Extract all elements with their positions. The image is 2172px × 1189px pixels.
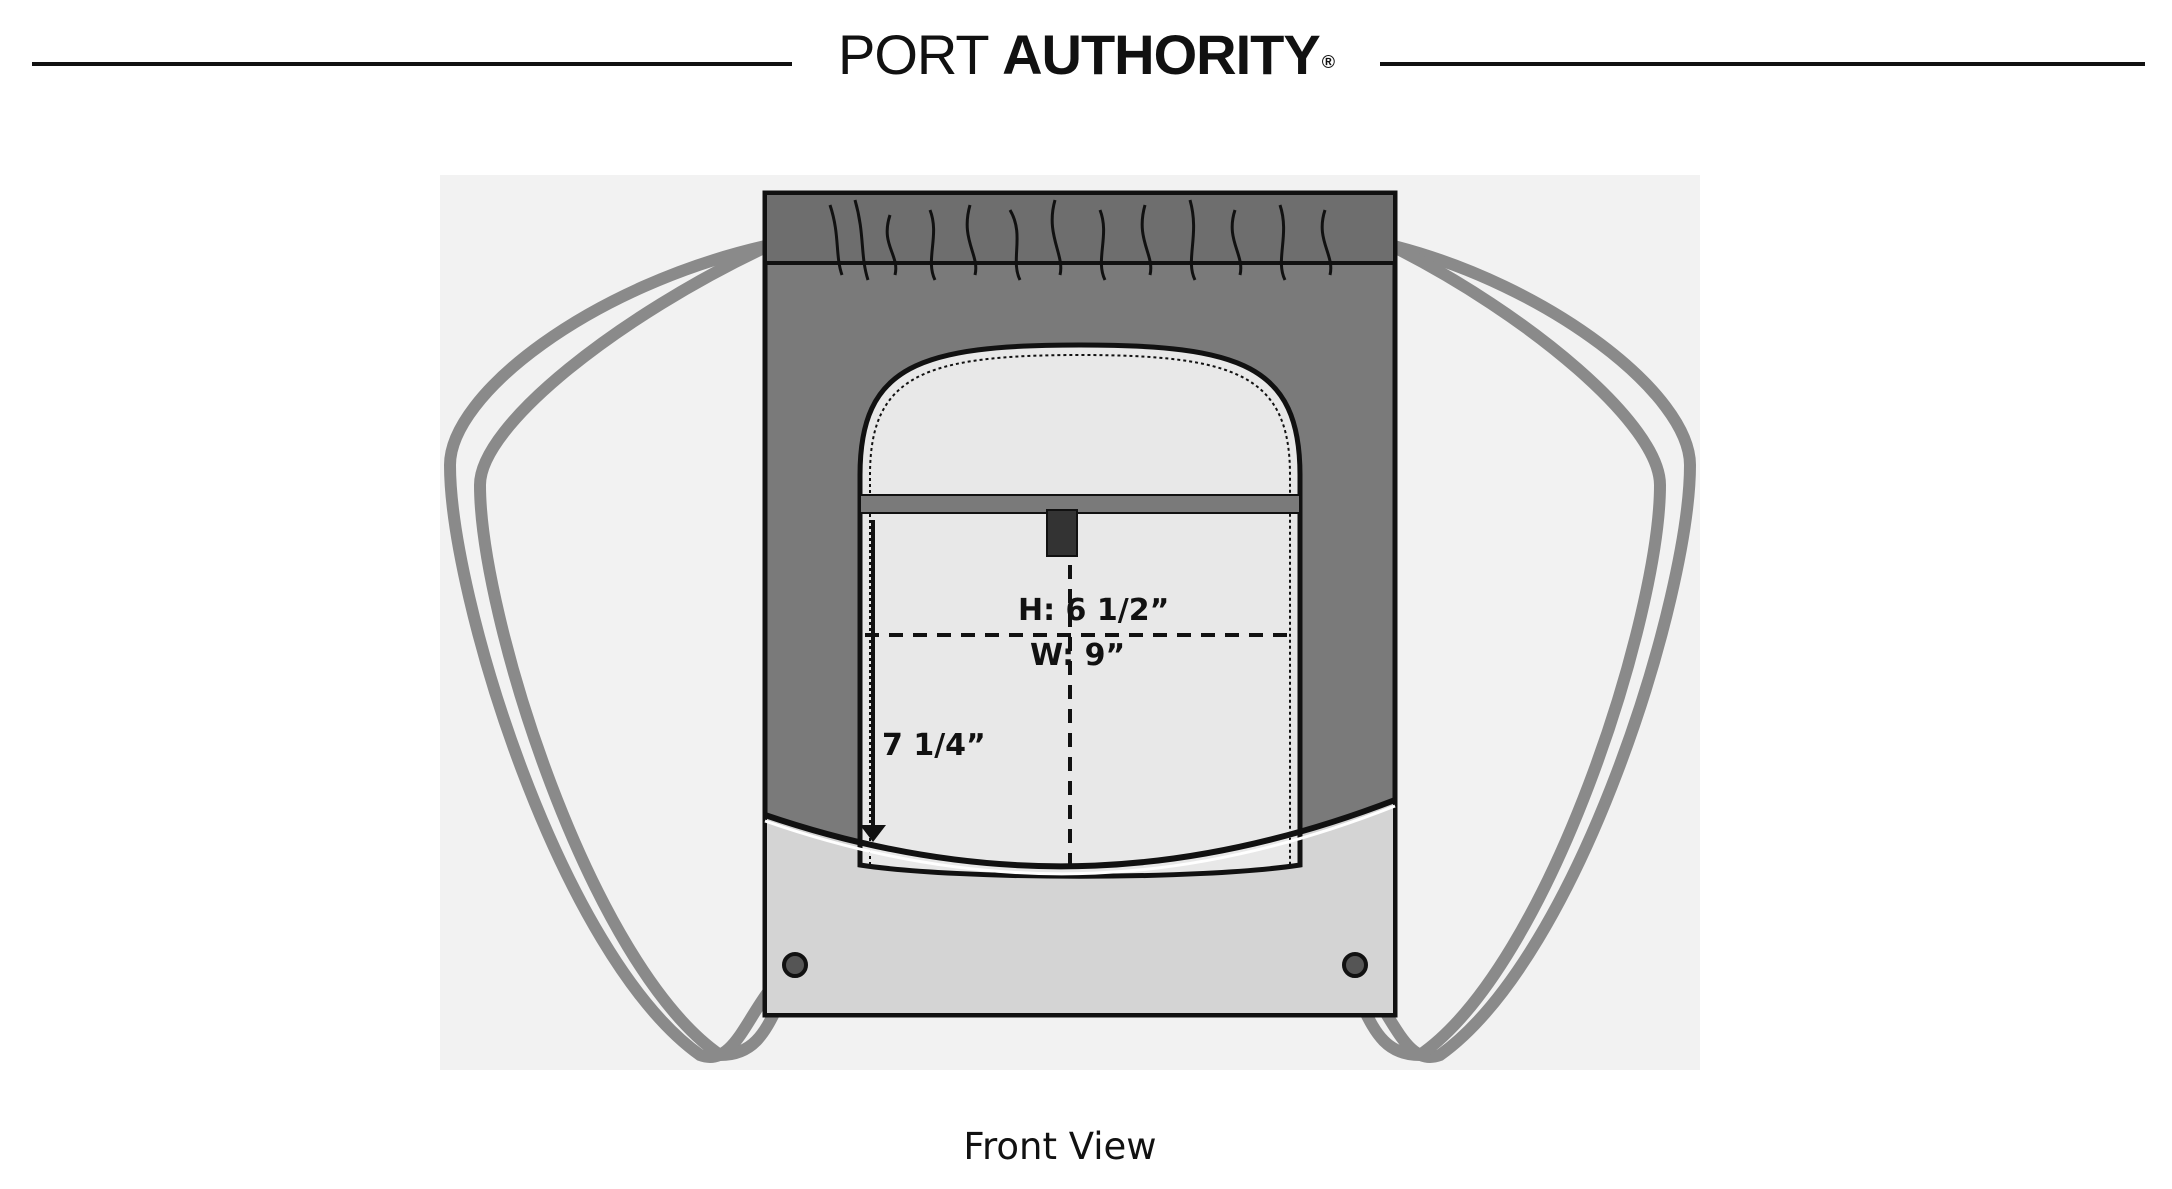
bag-front-diagram: H: 6 1/2” W: 9” 7 1/4” [440,175,1700,1070]
pocket-stitch [869,353,1291,865]
dimension-lines [865,520,1295,865]
depth-label: 7 1/4” [882,728,986,763]
cord-left-inner [473,239,806,1062]
zipper-pull [1046,509,1078,557]
grommet-right [1342,952,1368,978]
width-label: W: 9” [1030,638,1125,673]
header: PORT AUTHORITY® [0,0,2172,130]
registered-mark: ® [1321,52,1335,72]
header-rule-left [32,62,792,66]
pocket-seam [764,797,1397,870]
gather-folds [828,199,1333,281]
pocket-zipper [859,494,1301,514]
grommet-left [782,952,808,978]
height-label: H: 6 1/2” [1018,593,1169,628]
header-rule-right [1380,62,2145,66]
brand-logo: PORT AUTHORITY® [800,22,1372,87]
brand-word-authority: AUTHORITY [1002,23,1321,86]
drawstring-cords [443,239,1697,1063]
pocket-seam-highlight [764,804,1396,876]
cord-right-inner [1334,239,1667,1062]
depth-arrow-head [860,825,886,842]
view-caption: Front View [963,1125,1157,1168]
drawstring-channel [763,191,1397,265]
front-pocket [857,342,1303,879]
brand-word-port: PORT [837,23,989,86]
